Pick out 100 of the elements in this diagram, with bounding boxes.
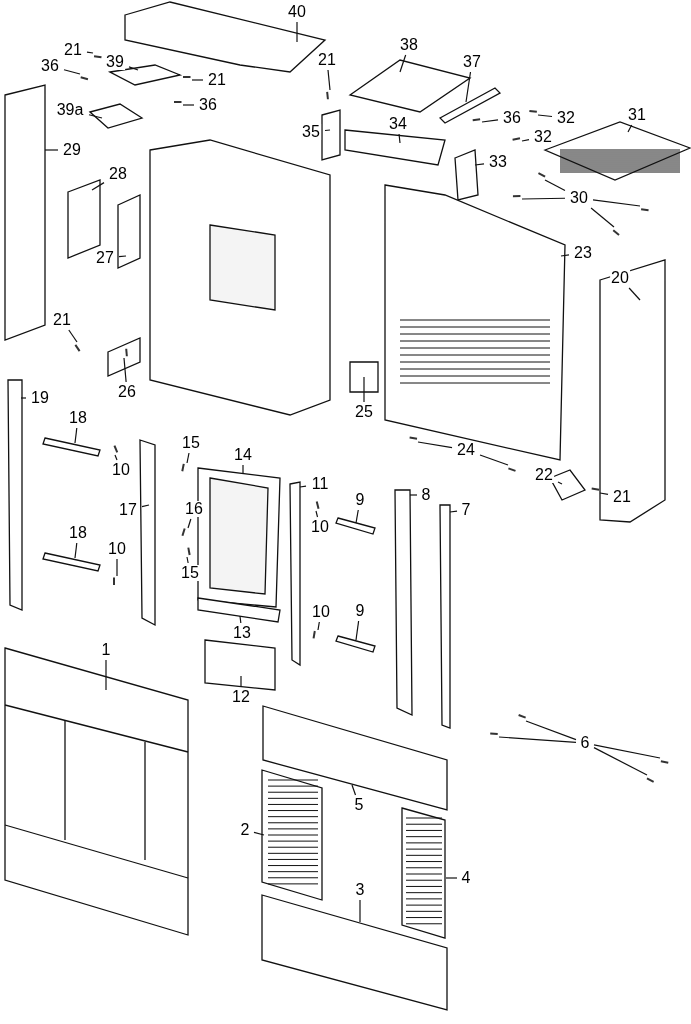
leader-line <box>63 69 81 75</box>
callout-number: 12 <box>231 689 251 705</box>
leader-line <box>253 831 265 836</box>
leader-line <box>481 119 499 123</box>
leader-line <box>590 207 615 228</box>
callout-number: 11 <box>310 476 330 492</box>
leader-line <box>498 736 577 743</box>
callout-number: 23 <box>573 245 593 261</box>
leader-line <box>105 659 107 691</box>
leader-line <box>351 784 357 796</box>
callout-number: 21 <box>317 52 337 68</box>
leader-line <box>74 542 78 559</box>
leader-line <box>187 518 192 529</box>
leader-line <box>74 427 78 444</box>
callout-number: 26 <box>117 384 137 400</box>
leader-line <box>599 492 609 496</box>
leader-line <box>324 129 331 132</box>
leader-line <box>544 179 566 192</box>
leader-line <box>315 510 319 518</box>
leader-line <box>296 21 298 43</box>
callout-number: 9 <box>354 603 366 619</box>
callout-number: 5 <box>353 797 365 813</box>
callout-number: 30 <box>569 190 589 206</box>
callout-number: 32 <box>533 129 553 145</box>
callout-number: 25 <box>354 404 374 420</box>
leader-line <box>592 199 641 207</box>
callout-number: 21 <box>612 489 632 505</box>
leader-line <box>182 104 195 106</box>
callout-number: 36 <box>502 110 522 126</box>
leader-line <box>299 485 307 488</box>
callout-number: 34 <box>388 116 408 132</box>
callout-number: 39 <box>105 54 125 70</box>
callout-number: 9 <box>354 492 366 508</box>
callout-number: 10 <box>107 541 127 557</box>
leader-line <box>537 114 553 118</box>
leader-line <box>242 464 244 475</box>
leader-line <box>44 149 59 151</box>
callout-number: 14 <box>233 447 253 463</box>
leader-line <box>560 254 570 257</box>
callout-number: 18 <box>68 525 88 541</box>
callout-number: 8 <box>420 487 432 503</box>
leader-line <box>359 899 361 923</box>
leader-line <box>91 182 105 191</box>
leader-line <box>417 441 453 449</box>
leader-line <box>118 255 127 258</box>
leader-line <box>240 675 242 688</box>
leader-line <box>116 558 118 577</box>
callout-number: 16 <box>184 501 204 517</box>
leader-line <box>128 66 139 71</box>
leader-line <box>186 452 190 464</box>
leader-line <box>355 620 360 641</box>
callout-number: 36 <box>198 97 218 113</box>
leader-line <box>557 481 563 485</box>
callout-number: 15 <box>181 435 201 451</box>
callout-number: 13 <box>232 625 252 641</box>
leader-line <box>186 556 189 564</box>
leader-line <box>239 615 242 624</box>
leader-line <box>465 71 472 103</box>
callout-number: 4 <box>460 870 472 886</box>
leader-line <box>479 454 509 466</box>
callout-number: 29 <box>62 142 82 158</box>
leader-line <box>191 79 204 81</box>
callout-number: 3 <box>354 882 366 898</box>
callout-number: 20 <box>610 270 630 286</box>
callout-number: 2 <box>239 822 251 838</box>
leader-line <box>593 747 648 776</box>
callout-number: 38 <box>399 37 419 53</box>
leader-line <box>123 357 127 383</box>
callout-number: 24 <box>456 442 476 458</box>
leader-line <box>86 51 94 54</box>
callout-number: 1 <box>100 642 112 658</box>
callout-number: 10 <box>111 462 131 478</box>
callout-number: 21 <box>63 42 83 58</box>
leader-line <box>449 510 458 513</box>
leader-line <box>521 139 530 142</box>
leader-line <box>20 397 27 399</box>
leader-line <box>409 494 418 496</box>
callout-number: 10 <box>311 604 331 620</box>
leader-line <box>317 621 320 631</box>
callout-number: 21 <box>52 312 72 328</box>
leader-line <box>68 329 78 343</box>
leader-line <box>114 454 118 461</box>
callout-number: 31 <box>627 107 647 123</box>
leader-line <box>88 114 103 119</box>
callout-number: 36 <box>40 58 60 74</box>
leader-line <box>525 720 577 741</box>
callout-number: 33 <box>488 154 508 170</box>
callout-number: 39a <box>55 102 85 118</box>
leader-line <box>141 504 150 508</box>
leader-line <box>627 124 633 133</box>
leader-line <box>363 376 365 403</box>
leader-line <box>445 877 458 879</box>
callout-number: 6 <box>579 735 591 751</box>
leader-line <box>474 163 485 166</box>
callout-number: 28 <box>108 166 128 182</box>
callout-number: 27 <box>95 250 115 266</box>
leader-line <box>593 744 661 759</box>
leader-line <box>521 197 566 200</box>
callout-number: 40 <box>287 4 307 20</box>
callout-number: 37 <box>462 54 482 70</box>
